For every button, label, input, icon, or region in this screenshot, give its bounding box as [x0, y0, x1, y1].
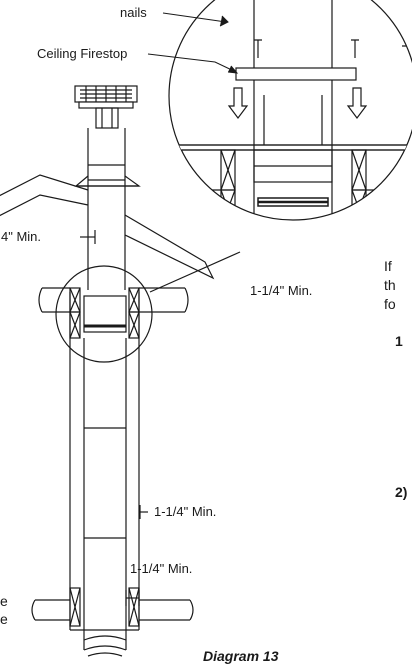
callout-leader [149, 251, 241, 293]
label-ceiling-firestop: Ceiling Firestop [37, 46, 127, 61]
clearance-ticks-main [80, 230, 148, 606]
chase-enclosure [69, 292, 140, 631]
detail-inset [168, 0, 412, 280]
label-clearance-inset: 1-1/4" Min. [250, 283, 312, 298]
left-text-edge-2: e [0, 611, 8, 627]
chimney-pipe-lower [83, 338, 127, 628]
right-text-line-2: th [384, 277, 396, 293]
label-nails: nails [120, 5, 147, 20]
right-text-line-3: fo [384, 296, 396, 312]
roof-flashing [74, 175, 141, 187]
label-clearance-mid: 1-1/4" Min. [154, 504, 216, 519]
chimney-pipe-upper [87, 128, 126, 290]
inset-down-arrows [227, 87, 368, 119]
inset-nails [254, 39, 412, 58]
left-text-edge-1: e [0, 593, 8, 609]
ceiling-firestop-main [83, 295, 127, 333]
inset-clearance-ticks [226, 236, 264, 280]
right-text-line-1: If [384, 258, 392, 274]
label-clearance-left: 4" Min. [1, 229, 41, 244]
left-text-edge-marks [2, 400, 5, 540]
ceiling-joists-upper [38, 287, 189, 339]
right-list-item-2: 2) [395, 484, 407, 500]
detail-callout-circle [55, 265, 153, 363]
label-clearance-low: 1-1/4" Min. [130, 561, 192, 576]
right-list-item-1: 1 [395, 333, 403, 349]
pipe-bottom-spiral [83, 628, 127, 657]
inset-firestop-plate [235, 67, 357, 81]
label-leaders [147, 12, 239, 74]
inset-pipe [253, 0, 333, 220]
floor-joists-lower [31, 587, 194, 627]
chimney-cap [74, 85, 138, 129]
roof-section [0, 174, 215, 280]
diagram-caption: Diagram 13 [203, 648, 279, 664]
